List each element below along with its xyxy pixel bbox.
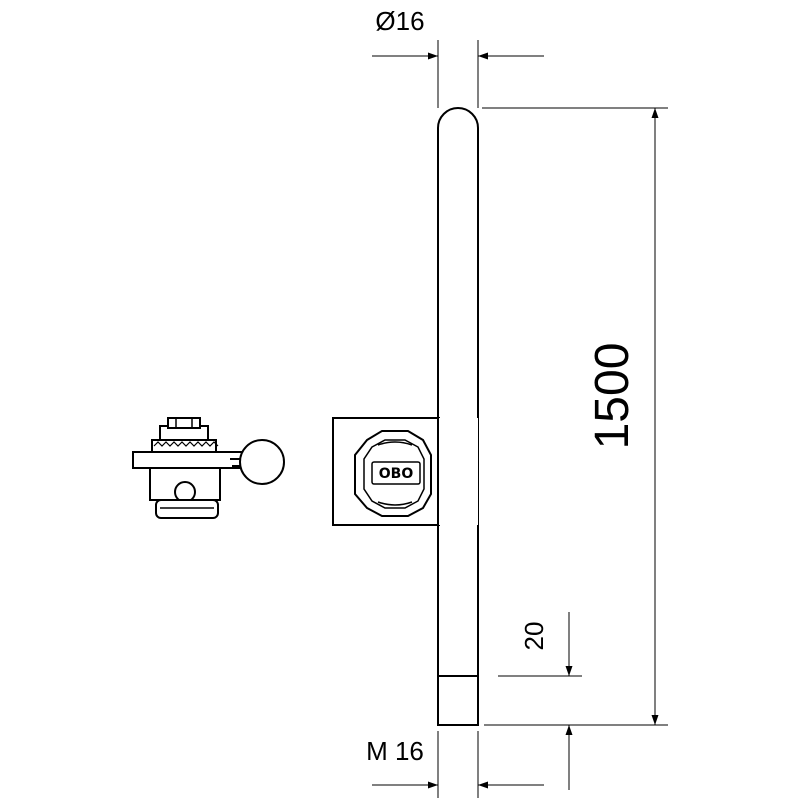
obo-logo: OBO xyxy=(371,461,421,485)
diameter-label: Ø16 xyxy=(375,6,424,36)
dimension-length xyxy=(482,107,668,726)
dimension-thread xyxy=(372,731,544,798)
thread-label: M 16 xyxy=(366,736,424,766)
earth-rod xyxy=(437,107,479,726)
dimension-thread-length xyxy=(498,612,582,790)
thread-length-label: 20 xyxy=(519,622,549,651)
dimension-diameter xyxy=(372,40,544,108)
clamp-ball xyxy=(239,439,285,485)
logo-text: OBO xyxy=(379,466,414,482)
rod-clamp-front xyxy=(332,417,478,526)
length-label: 1500 xyxy=(586,343,639,450)
rod-clamp-side xyxy=(132,417,285,519)
